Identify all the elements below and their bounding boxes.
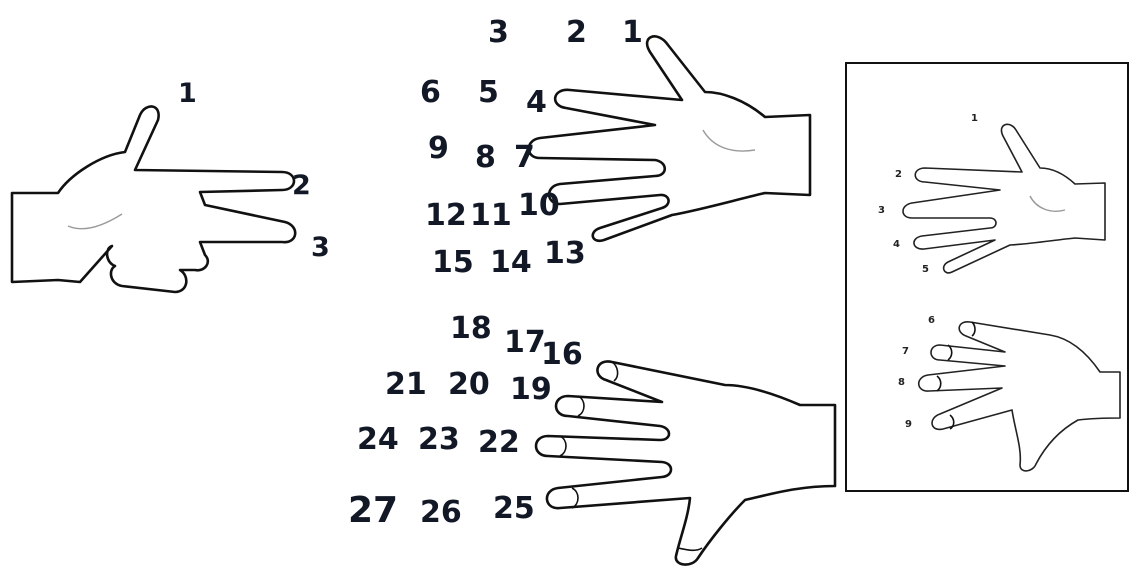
bottom-hand-figure — [536, 361, 835, 564]
bottom-label-23: 23 — [418, 422, 460, 457]
inset-label-7: 7 — [902, 346, 909, 357]
inset-label-4: 4 — [893, 239, 900, 250]
bottom-label-26: 26 — [420, 495, 462, 530]
left-hand-outline — [12, 106, 295, 292]
inset-label-8: 8 — [898, 377, 905, 388]
bottom-hand-outline — [536, 361, 835, 564]
top-label-15: 15 — [432, 245, 474, 280]
bottom-label-24: 24 — [357, 422, 399, 457]
inset-label-6: 6 — [928, 315, 935, 326]
top-label-8: 8 — [475, 140, 496, 175]
top-label-4: 4 — [526, 85, 547, 120]
top-label-9: 9 — [428, 131, 449, 166]
top-label-3: 3 — [488, 15, 509, 50]
top-label-6: 6 — [420, 75, 441, 110]
top-label-1: 1 — [622, 15, 643, 50]
top-label-7: 7 — [514, 140, 535, 175]
bottom-label-17: 17 — [504, 325, 546, 360]
top-label-5: 5 — [478, 75, 499, 110]
inset-frame — [846, 63, 1128, 491]
bottom-label-19: 19 — [510, 372, 552, 407]
bottom-label-25: 25 — [493, 491, 535, 526]
top-label-10: 10 — [518, 188, 560, 223]
inset-label-1: 1 — [971, 113, 978, 124]
bottom-label-18: 18 — [450, 311, 492, 346]
inset-panel — [846, 63, 1128, 491]
top-label-11: 11 — [470, 198, 512, 233]
top-hand-figure — [529, 36, 810, 240]
top-label-12: 12 — [425, 198, 467, 233]
top-hand-outline — [529, 36, 810, 240]
left-label-1: 1 — [178, 78, 197, 109]
top-label-14: 14 — [490, 245, 532, 280]
left-hand-figure — [12, 106, 295, 292]
top-label-13: 13 — [544, 236, 586, 271]
inset-label-3: 3 — [878, 205, 885, 216]
left-label-2: 2 — [292, 170, 311, 201]
top-label-2: 2 — [566, 15, 587, 50]
inset-label-5: 5 — [922, 264, 929, 275]
bottom-label-21: 21 — [385, 367, 427, 402]
inset-label-2: 2 — [895, 169, 902, 180]
bottom-label-27: 27 — [348, 490, 398, 531]
bottom-label-22: 22 — [478, 425, 520, 460]
bottom-label-20: 20 — [448, 367, 490, 402]
bottom-label-16: 16 — [541, 337, 583, 372]
left-label-3: 3 — [311, 232, 330, 263]
inset-label-9: 9 — [905, 419, 912, 430]
